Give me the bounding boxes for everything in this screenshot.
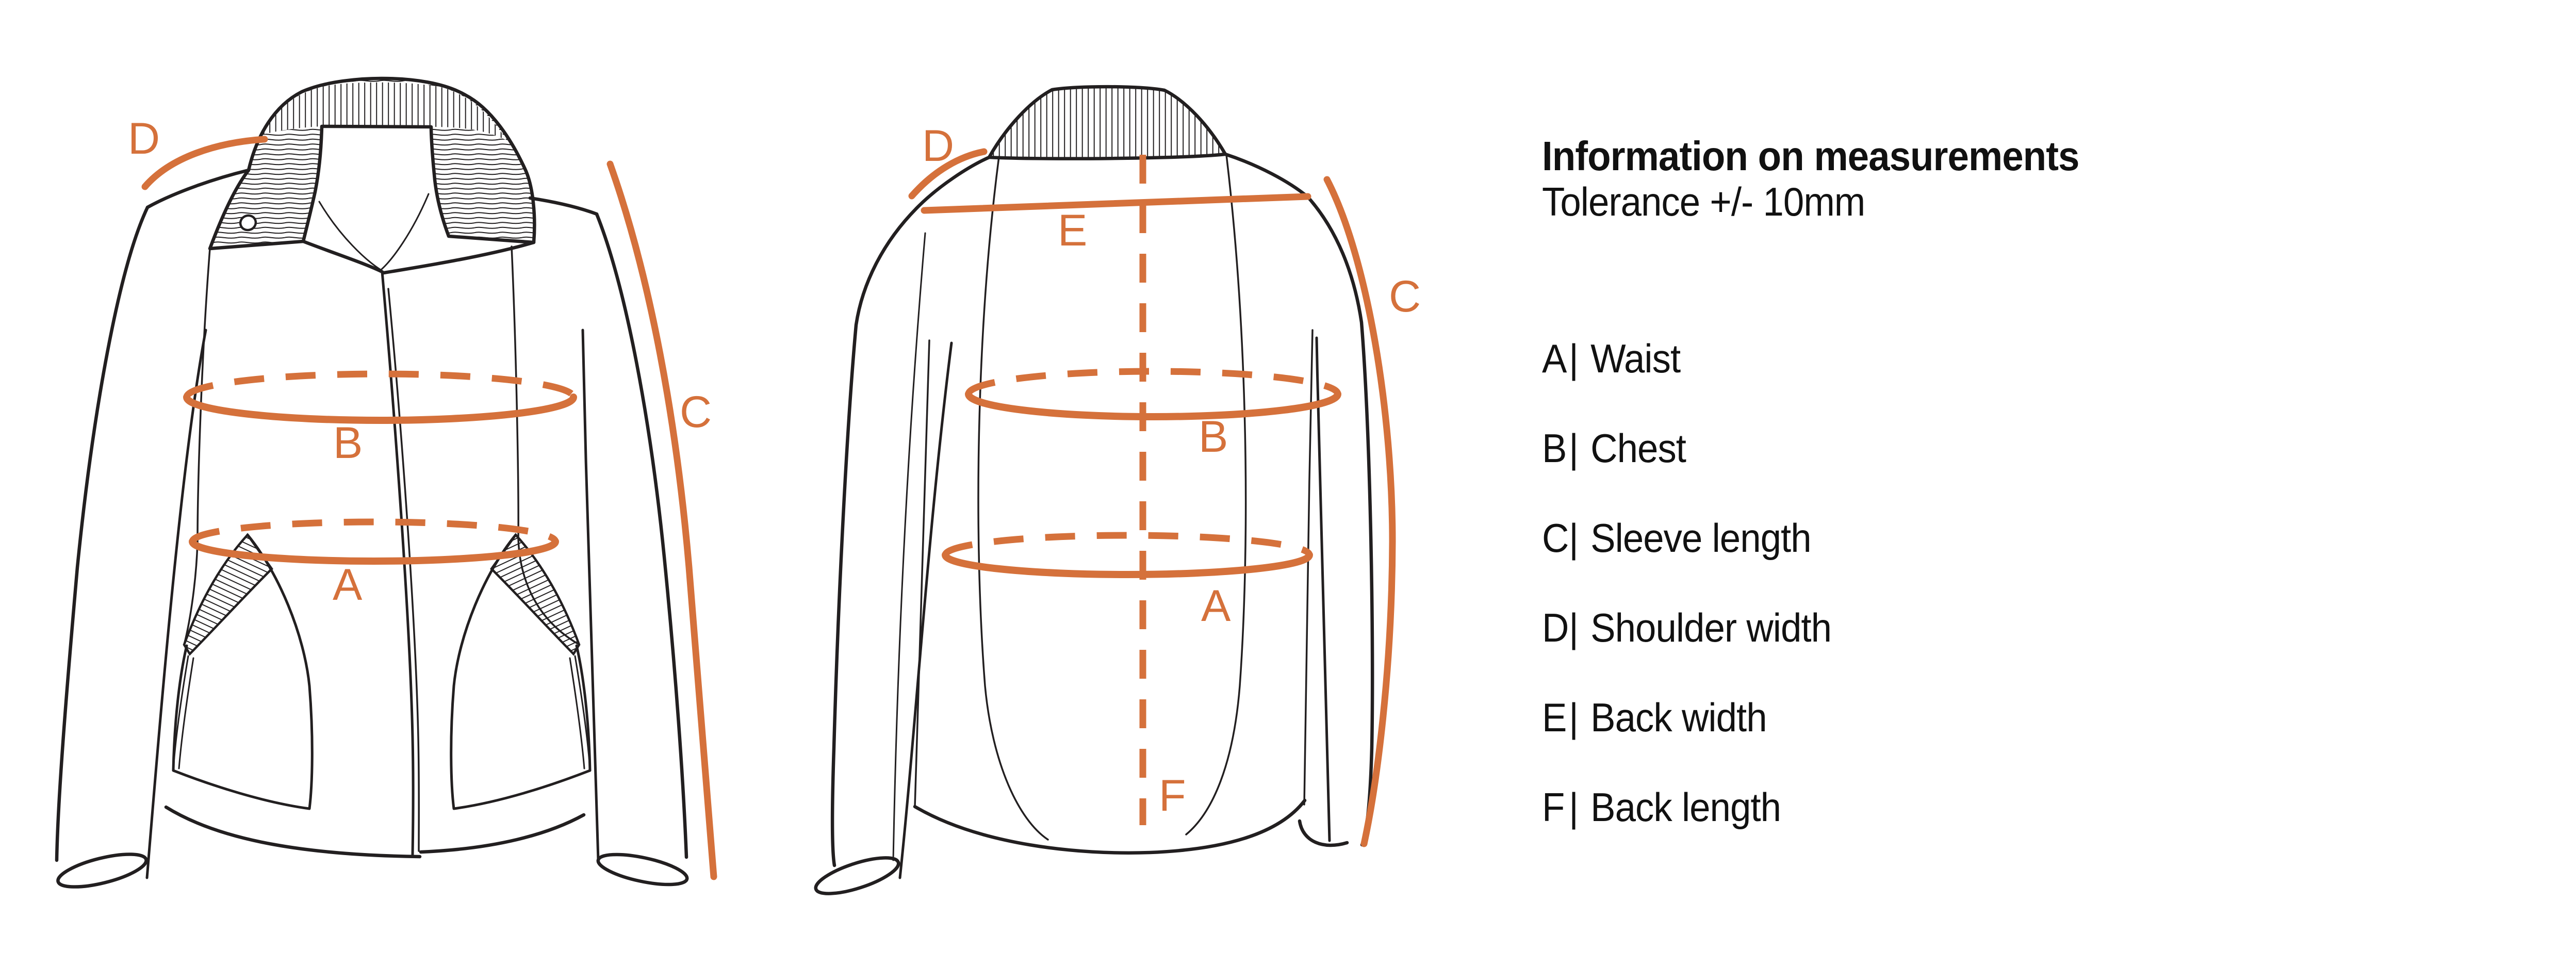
back-hem <box>913 798 1307 855</box>
front-center-front-line <box>381 270 415 856</box>
back-waist-ellipse-dashed <box>942 532 1313 556</box>
item-name: Waist <box>1590 336 1681 381</box>
item-letter: E <box>1542 695 1567 740</box>
front-shoulder-right <box>528 196 599 216</box>
back-label-waist: A <box>1201 581 1231 631</box>
back-chest-ellipse-dashed <box>965 368 1341 395</box>
front-lapel-fold-right <box>382 240 536 275</box>
back-princess-seam-right <box>1185 154 1247 835</box>
back-label-shoulder-width: D <box>922 121 954 171</box>
item-letter: B <box>1542 425 1567 471</box>
measurement-item-sleeve-length: C|Sleeve length <box>1542 518 1831 558</box>
front-collar-outline <box>208 76 536 251</box>
back-label-back-width: E <box>1058 206 1087 255</box>
item-separator: | <box>1569 695 1579 740</box>
back-right-cuff <box>1298 819 1349 847</box>
back-princess-seam-left <box>977 156 1049 841</box>
front-hem-left-panel <box>164 805 422 859</box>
item-name: Chest <box>1590 425 1686 471</box>
front-right-pocket-pouch <box>450 533 592 810</box>
measurement-item-back-length: F|Back length <box>1542 787 1831 827</box>
front-left-cuff <box>56 853 148 889</box>
back-waist-ellipse-solid <box>942 551 1313 578</box>
item-separator: | <box>1569 425 1579 471</box>
measurement-item-chest: B|Chest <box>1542 428 1831 468</box>
item-name: Shoulder width <box>1590 605 1832 650</box>
item-letter: D <box>1542 605 1569 650</box>
back-label-chest: B <box>1199 412 1228 462</box>
back-view-jacket <box>814 85 1374 895</box>
front-right-pocket-trim <box>490 533 581 656</box>
item-letter: A <box>1542 336 1567 381</box>
front-right-sleeve-outer <box>595 212 688 859</box>
measurement-item-back-width: E|Back width <box>1542 697 1831 737</box>
item-name: Back length <box>1590 784 1781 830</box>
measurement-legend: Information on measurements Tolerance +/… <box>1542 0 2213 967</box>
item-letter: F <box>1542 784 1565 830</box>
front-inner-v-right <box>381 193 430 270</box>
front-label-chest: B <box>333 418 363 468</box>
front-collar-button <box>239 214 257 232</box>
back-right-sleeve-outer <box>1306 195 1374 847</box>
tolerance-note: Tolerance +/- 10mm <box>1542 179 1865 224</box>
back-chest-ellipse-solid <box>965 390 1341 420</box>
front-view-jacket <box>55 76 689 889</box>
front-waist-ellipse-dashed <box>189 518 559 543</box>
back-body-right-edge <box>1303 329 1314 806</box>
legend-title: Information on measurements <box>1542 133 2079 179</box>
back-label-back-length: F <box>1159 771 1186 821</box>
item-separator: | <box>1569 784 1579 830</box>
back-shoulder-right <box>1223 152 1310 199</box>
front-right-pocket-edge-b <box>569 657 585 769</box>
back-body-left-edge <box>914 339 930 808</box>
back-shoulder-left <box>914 155 991 210</box>
front-center-overlap-line <box>387 288 420 852</box>
front-sleeve-length-line <box>606 160 717 880</box>
front-hem-right-panel <box>419 813 586 854</box>
front-lapel-fold-left <box>301 239 384 274</box>
measurement-list: A|Waist B|Chest C|Sleeve length D|Should… <box>1542 338 1832 877</box>
front-label-shoulder-width: D <box>128 114 160 163</box>
front-shoulder-width-line <box>141 136 268 190</box>
front-right-sleeve-inner <box>581 329 600 862</box>
back-label-sleeve-length: C <box>1389 272 1421 321</box>
back-shoulder-width-line <box>908 148 988 200</box>
measurement-item-waist: A|Waist <box>1542 338 1831 379</box>
back-left-cuff <box>814 856 900 895</box>
front-left-pocket-trim <box>183 533 273 656</box>
front-right-pocket-edge-a <box>574 655 591 772</box>
front-left-sleeve-outer <box>55 205 150 862</box>
item-name: Sleeve length <box>1590 515 1811 561</box>
front-chest-ellipse-dashed <box>183 370 577 398</box>
front-left-sleeve-inner <box>145 329 207 879</box>
front-right-cuff <box>596 853 689 887</box>
measurement-item-shoulder-width: D|Shoulder width <box>1542 605 1832 650</box>
front-left-pocket-pouch <box>172 533 314 810</box>
back-width-line <box>921 193 1311 214</box>
item-name: Back width <box>1590 695 1767 740</box>
front-shoulder-left <box>145 168 251 209</box>
back-left-sleeve-inner <box>898 341 953 879</box>
front-label-sleeve-length: C <box>680 387 712 437</box>
item-separator: | <box>1569 336 1579 381</box>
front-left-pocket-edge-b <box>178 657 194 769</box>
front-chest-ellipse-solid <box>183 394 577 424</box>
back-left-sleeve-outer <box>830 206 918 867</box>
item-separator: | <box>1569 605 1579 650</box>
back-measurements: D E C B A F <box>908 121 1421 847</box>
front-label-waist: A <box>333 560 363 610</box>
front-waist-ellipse-solid <box>189 538 559 565</box>
back-collar-outline <box>987 85 1227 160</box>
back-collar-ribbing <box>989 87 1225 159</box>
back-sleeve-length-line <box>1323 176 1396 847</box>
item-letter: C <box>1542 515 1569 561</box>
front-measurements: D B A C <box>128 114 717 880</box>
back-left-sleeve-seam <box>892 232 926 861</box>
back-right-sleeve-inner <box>1315 336 1331 842</box>
item-separator: | <box>1569 515 1579 561</box>
front-princess-seam-left <box>183 248 211 646</box>
front-left-pocket-edge-a <box>172 655 189 772</box>
front-inner-v-left <box>318 201 382 271</box>
